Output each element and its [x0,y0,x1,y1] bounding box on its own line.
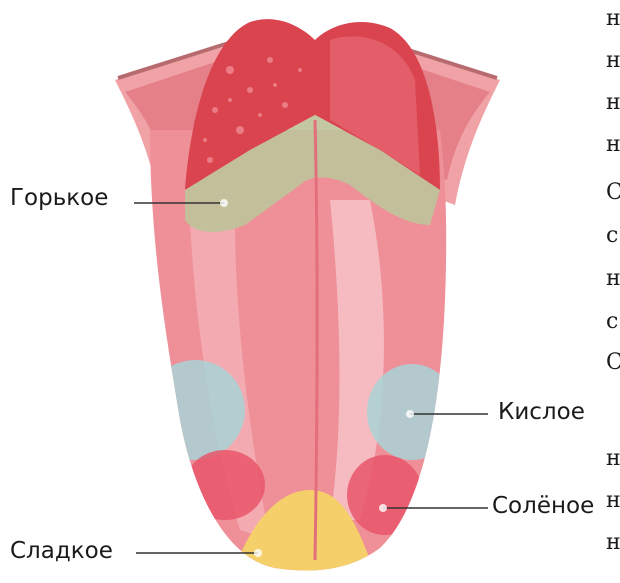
edge-letter: н [606,134,620,156]
salty-zone-left [185,450,265,520]
edge-letter: С [606,352,620,374]
label-sweet: Сладкое [10,540,113,563]
edge-letter: С [606,182,620,204]
edge-letter: с [606,311,618,333]
edge-letter: с [606,225,618,247]
sour-zone-left [145,360,245,460]
edge-letter: н [606,268,620,290]
edge-letter: н [606,92,620,114]
edge-letter: н [606,490,620,512]
salty-zone-right [347,455,423,535]
label-bitter: Горькое [10,187,108,210]
edge-letter: н [606,532,620,554]
edge-letter: н [606,8,620,30]
label-salty: Солёное [492,495,594,518]
edge-letter: н [606,448,620,470]
label-sour: Кислое [498,401,585,424]
edge-letter: н [606,50,620,72]
